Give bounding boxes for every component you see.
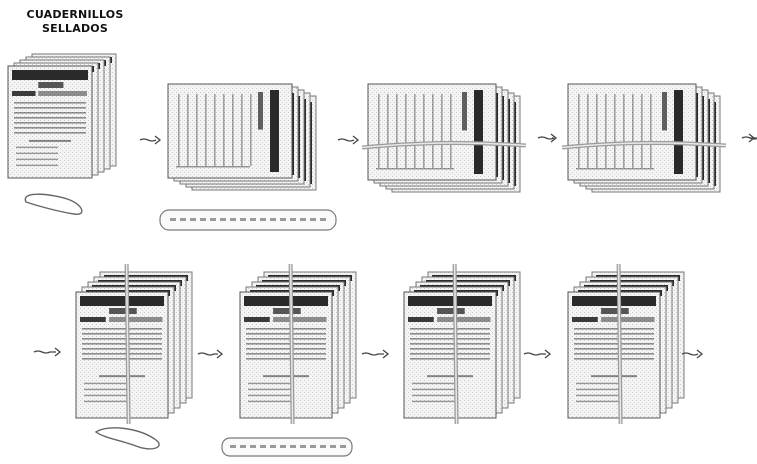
flow-arrow-6 [198,350,222,358]
flow-arrow-1 [140,136,160,144]
booklet-stack-4 [562,84,726,192]
flow-arrow-7 [362,350,388,358]
booklet-stack-2 [168,84,316,190]
seal-label-pill-top [160,210,336,230]
booklet-stack-6 [240,264,356,424]
booklet-stack-5 [76,264,192,424]
booklet-stack-8 [568,264,684,424]
string-loop-bottom [96,428,159,449]
string-loop-top [25,194,82,214]
flow-arrow-9 [682,350,702,358]
flow-arrow-3 [538,134,556,142]
booklet-stack-1 [8,54,116,178]
booklet-stack-3 [362,84,526,192]
flow-arrow-5 [34,348,60,356]
flow-arrow-8 [524,350,550,358]
seal-label-pill-bottom [222,438,352,456]
flow-arrow-4 [742,134,757,142]
strap-band-6 [291,264,293,424]
strap-band-5 [127,264,129,424]
strap-band-7 [455,264,457,424]
booklet-stack-7 [404,264,520,424]
strap-band-8 [619,264,621,424]
flow-arrow-2 [338,136,358,144]
